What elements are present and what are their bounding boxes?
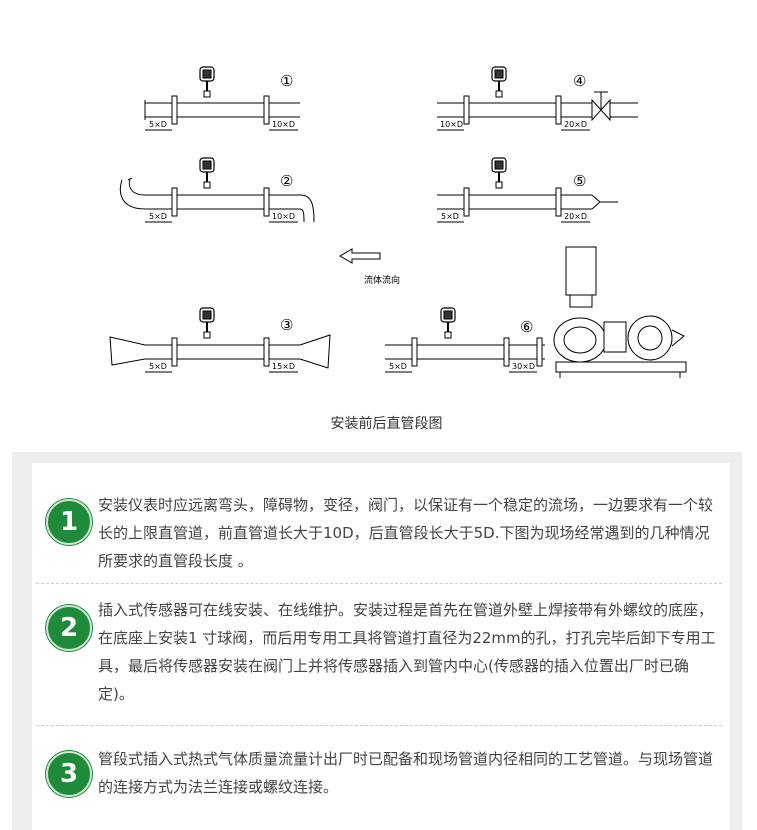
diagram-1 (144, 66, 300, 131)
diagram-4 (437, 66, 638, 131)
dim-5b: 20×D (564, 212, 587, 221)
divider (36, 725, 722, 726)
diagram-caption: 安装前后直管段图 (330, 416, 443, 432)
dim-3b: 15×D (272, 362, 295, 371)
installation-diagram: ① ② ③ ④ ⑤ ⑥ 5×D 10×D 5×D 10×D 5×D 15×D 1… (109, 66, 687, 378)
note-text-1: 安装仪表时应远离弯头，障碍物，变径，阀门，以保证有一个稳定的流场，一边要求有一个… (98, 496, 714, 570)
diagram-6 (385, 246, 687, 378)
dim-3a: 5×D (149, 362, 167, 371)
note-text-3: 管段式插入式热式气体质量流量计出厂时已配备和现场管道内径相同的工艺管道。与现场管… (98, 750, 714, 796)
marker-3: ③ (280, 316, 293, 334)
flow-label: 流体流向 (364, 274, 400, 286)
dim-1b: 10×D (272, 120, 295, 129)
dim-2a: 5×D (149, 212, 167, 221)
divider (36, 583, 722, 584)
dim-4a: 10×D (440, 120, 463, 129)
notes-panel: 1 安装仪表时应远离弯头，障碍物，变径，阀门，以保证有一个稳定的流场，一边要求有… (12, 452, 742, 830)
diagram-5 (437, 157, 618, 223)
marker-2: ② (280, 172, 293, 190)
number-badge-2: 2 (46, 605, 92, 651)
marker-4: ④ (573, 72, 586, 90)
notes-panel-inner: 1 安装仪表时应远离弯头，障碍物，变径，阀门，以保证有一个稳定的流场，一边要求有… (32, 463, 730, 830)
pipe-diagram-svg: ① ② ③ ④ ⑤ ⑥ 5×D 10×D 5×D 10×D 5×D 15×D 1… (109, 66, 687, 378)
marker-1: ① (280, 72, 293, 90)
marker-6: ⑥ (520, 318, 533, 336)
dim-6b: 30×D (512, 362, 535, 371)
number-badge-1: 1 (46, 499, 92, 545)
marker-5: ⑤ (573, 172, 586, 190)
diagram-2 (119, 157, 315, 223)
dim-2b: 10×D (272, 212, 295, 221)
note-text-2: 插入式传感器可在线安装、在线维护。安装过程是首先在管道外壁上焊接带有外螺纹的底座… (98, 601, 716, 703)
flow-arrow-icon (339, 248, 381, 264)
dim-4b: 20×D (564, 120, 587, 129)
diagram-3 (109, 307, 331, 373)
dim-5a: 5×D (441, 212, 459, 221)
number-badge-3: 3 (46, 751, 92, 797)
dim-6a: 5×D (389, 362, 407, 371)
dim-1a: 5×D (149, 120, 167, 129)
